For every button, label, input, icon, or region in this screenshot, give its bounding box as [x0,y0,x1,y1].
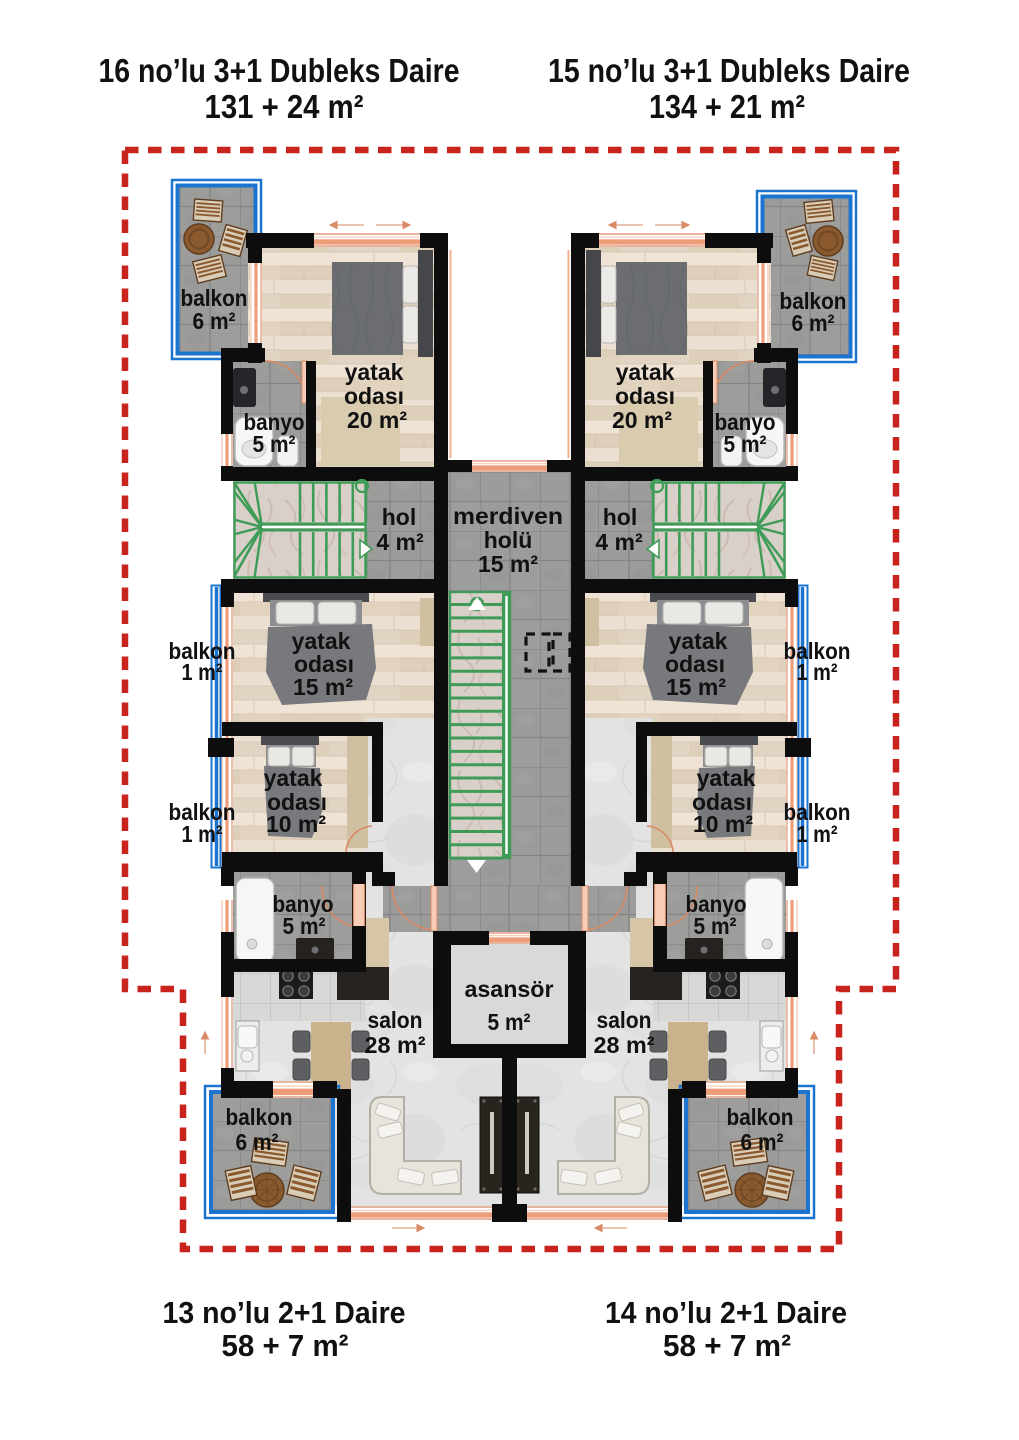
svg-text:asansör: asansör [465,976,554,1002]
svg-text:balkon: balkon [226,1104,293,1130]
svg-text:1 m²: 1 m² [182,659,223,685]
svg-text:odası: odası [692,789,752,815]
svg-text:6 m²: 6 m² [193,308,236,334]
svg-text:5 m²: 5 m² [283,913,326,939]
svg-text:5 m²: 5 m² [724,431,767,457]
svg-text:hol: hol [382,504,417,530]
svg-text:14 no’lu 2+1 Daire: 14 no’lu 2+1 Daire [605,1295,847,1330]
svg-text:yatak: yatak [697,765,756,791]
svg-text:58 + 7 m²: 58 + 7 m² [663,1328,791,1363]
svg-text:holü: holü [484,527,533,553]
svg-text:salon: salon [368,1007,423,1033]
svg-text:4 m²: 4 m² [595,529,643,555]
svg-text:5 m²: 5 m² [253,431,296,457]
svg-text:odası: odası [267,789,327,815]
svg-text:yatak: yatak [345,359,404,385]
svg-text:yatak: yatak [669,628,728,654]
svg-text:28 m²: 28 m² [365,1032,426,1058]
svg-text:6 m²: 6 m² [236,1129,279,1155]
svg-text:odası: odası [294,651,354,677]
svg-text:10 m²: 10 m² [266,811,326,837]
svg-text:15 m²: 15 m² [666,674,726,700]
svg-text:balkon: balkon [727,1104,794,1130]
svg-text:15 m²: 15 m² [293,674,353,700]
svg-text:banyo: banyo [686,891,747,917]
svg-text:5 m²: 5 m² [488,1009,531,1035]
svg-text:4 m²: 4 m² [376,529,424,555]
svg-text:134 + 21 m²: 134 + 21 m² [649,88,805,125]
svg-text:banyo: banyo [273,891,334,917]
svg-text:16 no’lu 3+1 Dubleks Daire: 16 no’lu 3+1 Dubleks Daire [99,52,460,89]
svg-text:hol: hol [603,504,638,530]
svg-text:1 m²: 1 m² [797,821,838,847]
svg-text:yatak: yatak [264,765,323,791]
svg-text:balkon: balkon [169,638,236,664]
svg-text:6 m²: 6 m² [792,310,835,336]
svg-text:yatak: yatak [616,359,675,385]
svg-text:yatak: yatak [292,628,351,654]
svg-text:5 m²: 5 m² [694,913,737,939]
svg-text:6 m²: 6 m² [741,1129,784,1155]
svg-text:58 + 7 m²: 58 + 7 m² [222,1328,349,1363]
svg-text:banyo: banyo [244,409,305,435]
svg-text:131 + 24 m²: 131 + 24 m² [205,88,364,125]
svg-text:balkon: balkon [784,638,851,664]
svg-text:15 no’lu 3+1 Dubleks Daire: 15 no’lu 3+1 Dubleks Daire [548,52,910,89]
svg-text:1 m²: 1 m² [182,821,223,847]
svg-text:15 m²: 15 m² [478,551,538,577]
svg-text:1 m²: 1 m² [797,659,838,685]
svg-text:20 m²: 20 m² [612,407,672,433]
svg-text:banyo: banyo [715,409,776,435]
svg-text:balkon: balkon [784,799,851,825]
svg-text:balkon: balkon [780,288,847,314]
svg-text:28 m²: 28 m² [594,1032,655,1058]
svg-text:balkon: balkon [169,799,236,825]
svg-text:salon: salon [597,1007,652,1033]
svg-text:13 no’lu 2+1 Daire: 13 no’lu 2+1 Daire [163,1295,406,1330]
svg-text:odası: odası [344,383,404,409]
svg-text:balkon: balkon [181,285,248,311]
svg-text:odası: odası [615,383,675,409]
svg-text:20 m²: 20 m² [347,407,407,433]
svg-text:odası: odası [665,651,725,677]
svg-text:merdiven: merdiven [453,503,563,529]
svg-text:10 m²: 10 m² [693,811,753,837]
